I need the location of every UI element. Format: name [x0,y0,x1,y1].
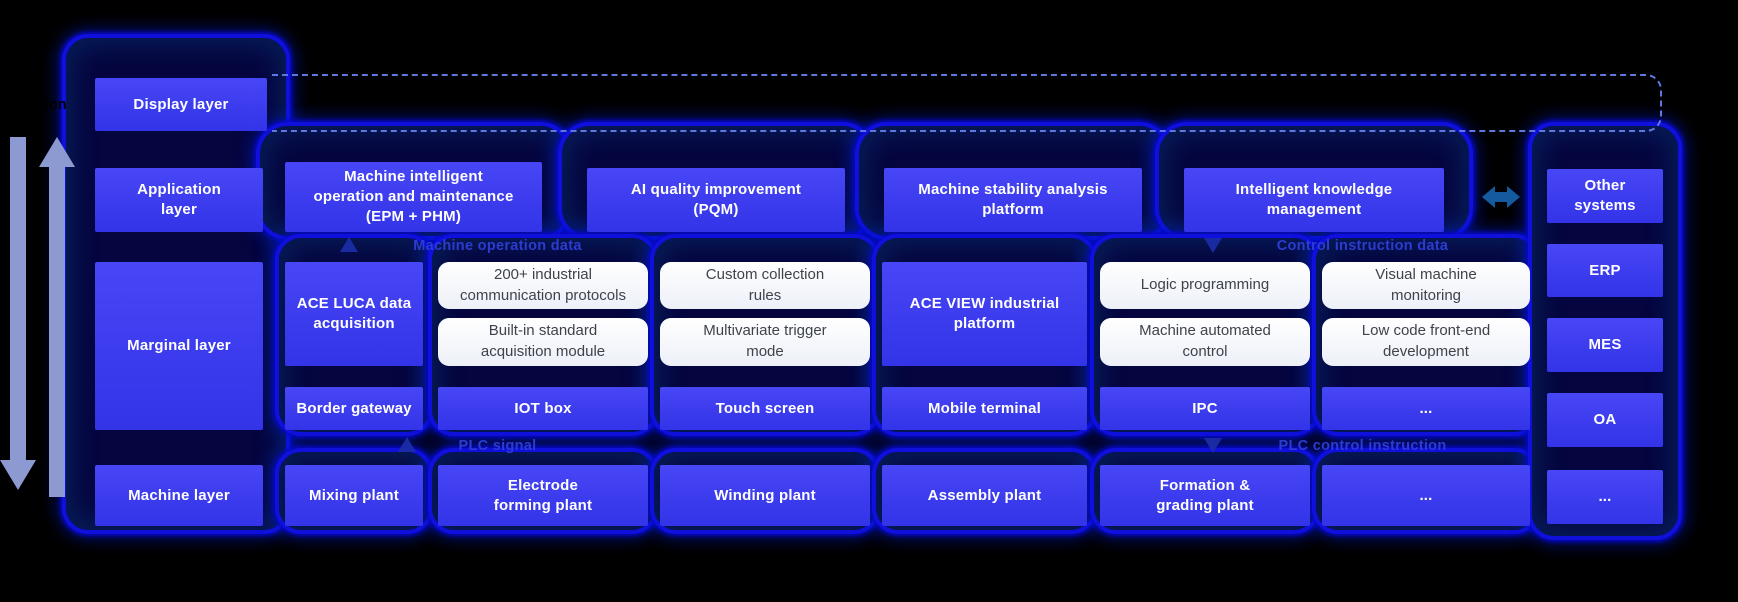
device-border-gateway: Border gateway [285,387,423,430]
cutoff-text-fragment: tion [40,97,67,113]
external-erp: ERP [1547,244,1663,297]
band-machine-operation-data: Machine operation data [413,238,582,254]
external-ellipsis: ... [1547,470,1663,524]
device-touch-screen: Touch screen [660,387,870,430]
app-box-epm-phm: Machine intelligent operation and mainte… [285,162,542,232]
ace-view-box: ACE VIEW industrial platform [882,262,1087,366]
feature-logic-programming: Logic programming [1100,262,1310,309]
app-box-pqm: AI quality improvement (PQM) [587,168,845,232]
double-arrow-icon [1482,185,1520,209]
up-arrow-icon [49,165,65,497]
other-systems-box: Other systems [1547,169,1663,223]
band-plc-signal: PLC signal [458,438,537,454]
external-oa: OA [1547,393,1663,447]
app-box-stability: Machine stability analysis platform [884,168,1142,232]
layer-label-display: Display layer [95,78,267,131]
feature-protocols: 200+ industrial communication protocols [438,262,648,309]
ace-luca-box: ACE LUCA data acquisition [285,262,423,366]
feature-custom-rules: Custom collection rules [660,262,870,309]
plant-assembly: Assembly plant [882,465,1087,526]
band-plc-control-instruction: PLC control instruction [1278,438,1447,454]
layer-label-machine: Machine layer [95,465,263,526]
up-mini-arrow-icon [340,237,358,252]
external-mes: MES [1547,318,1663,372]
feature-visual-monitoring: Visual machine monitoring [1322,262,1530,309]
device-ipc: IPC [1100,387,1310,430]
plant-formation-grading: Formation & grading plant [1100,465,1310,526]
device-ellipsis: ... [1322,387,1530,430]
up-mini-arrow-icon [398,437,416,452]
feature-machine-automated-control: Machine automated control [1100,318,1310,366]
plant-mixing: Mixing plant [285,465,423,526]
plant-ellipsis: ... [1322,465,1530,526]
device-iot-box: IOT box [438,387,648,430]
layer-label-application: Application layer [95,168,263,232]
dashed-frame [272,74,1662,132]
down-arrowhead-icon [0,460,36,490]
plant-winding: Winding plant [660,465,870,526]
up-arrowhead-icon [39,137,75,167]
down-arrow-icon [10,137,26,462]
feature-multivariate-trigger: Multivariate trigger mode [660,318,870,366]
band-control-instruction-data: Control instruction data [1276,238,1449,254]
device-mobile-terminal: Mobile terminal [882,387,1087,430]
app-box-knowledge: Intelligent knowledge management [1184,168,1444,232]
layer-label-marginal: Marginal layer [95,262,263,430]
feature-low-code: Low code front-end development [1322,318,1530,366]
down-mini-arrow-icon [1204,238,1222,253]
down-mini-arrow-icon [1204,438,1222,453]
plant-electrode-forming: Electrode forming plant [438,465,648,526]
feature-acquisition-module: Built-in standard acquisition module [438,318,648,366]
